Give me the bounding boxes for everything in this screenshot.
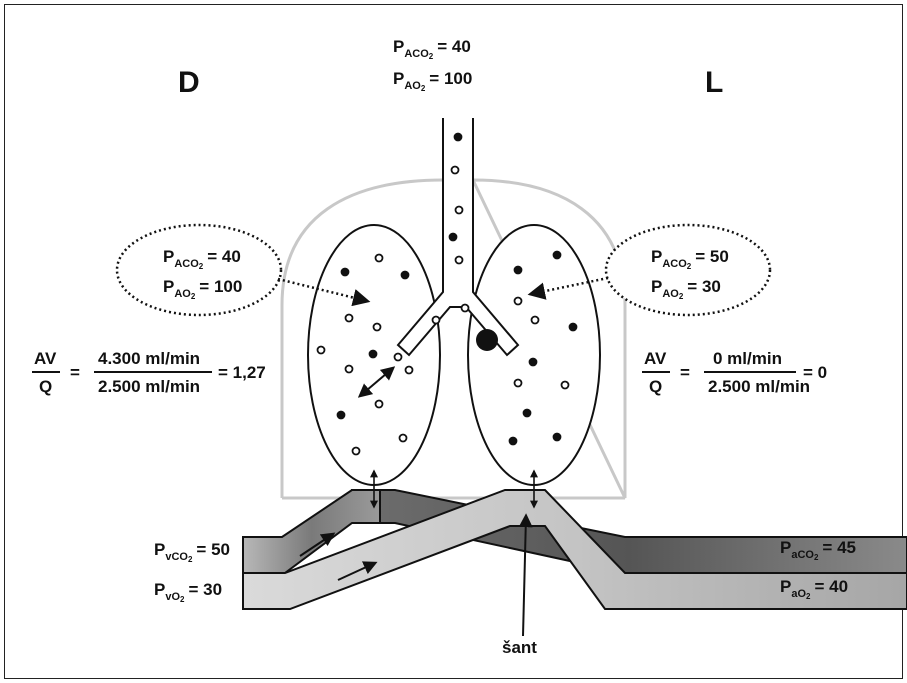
ratio-right-eq: = xyxy=(70,363,80,382)
ratio-left-den: Q xyxy=(649,377,662,396)
side-right-label: D xyxy=(178,66,200,99)
ratio-left-result: = 0 xyxy=(803,363,827,382)
ratio-left-eq: = xyxy=(680,363,690,382)
left-lung xyxy=(468,225,600,485)
top-po2-label: PAO2= 100 xyxy=(393,69,472,93)
right-lung-va-q-ratio: AV Q = 4.300 ml/min 2.500 ml/min = 1,27 xyxy=(32,349,266,396)
top-pco2-label: PACO2= 40 xyxy=(393,37,471,61)
ratio-right-flow-num: 4.300 ml/min xyxy=(98,349,200,368)
bronchus-obstruction xyxy=(476,329,498,351)
venous-pco2-label: PvCO2= 50 xyxy=(154,540,230,564)
ratio-right-result: = 1,27 xyxy=(218,363,266,382)
ratio-left-flow-num: 0 ml/min xyxy=(713,349,782,368)
ratio-left-num: AV xyxy=(644,349,667,368)
ratio-right-den: Q xyxy=(39,377,52,396)
side-left-label: L xyxy=(705,66,723,99)
shunt-label: šant xyxy=(502,638,537,657)
ratio-right-flow-den: 2.500 ml/min xyxy=(98,377,200,396)
venous-po2-label: PvO2= 30 xyxy=(154,580,222,604)
ratio-left-flow-den: 2.500 ml/min xyxy=(708,377,810,396)
left-lung-va-q-ratio: AV Q = 0 ml/min 2.500 ml/min = 0 xyxy=(642,349,827,396)
ratio-right-num: AV xyxy=(34,349,57,368)
